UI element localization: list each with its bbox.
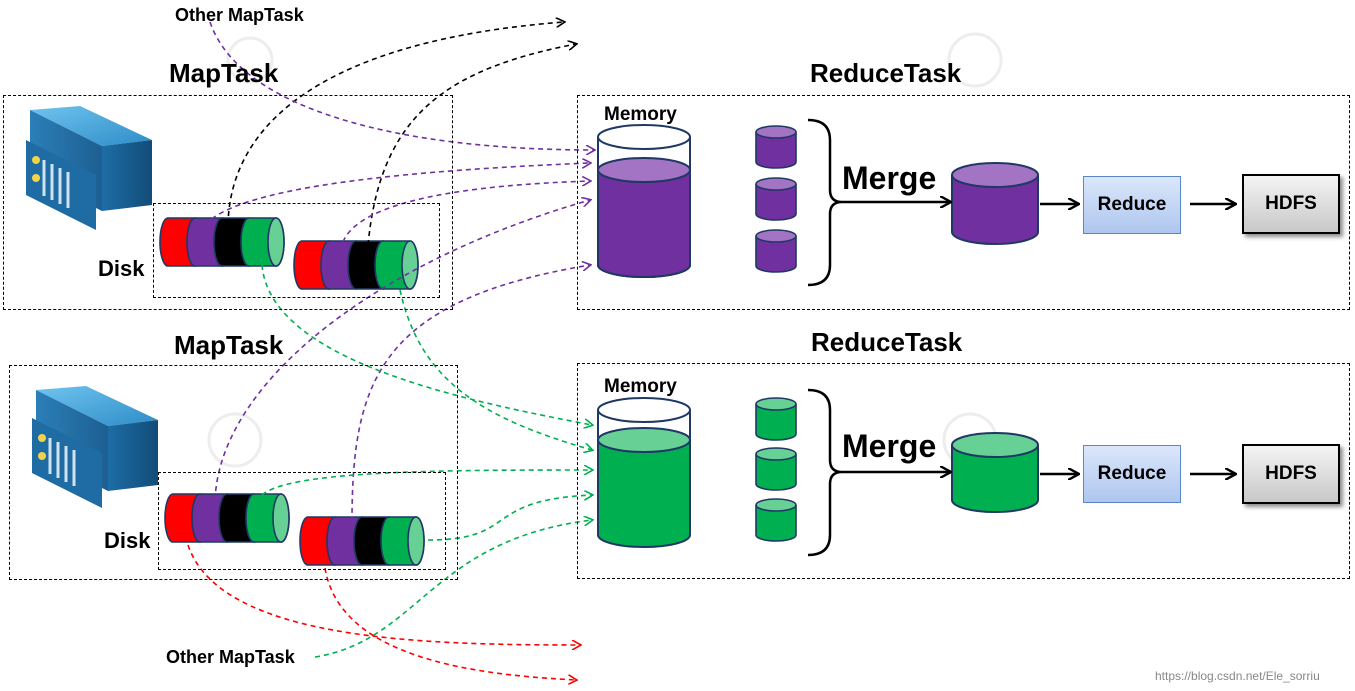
small-cylinder <box>755 229 797 273</box>
partition-end-cap <box>272 493 290 543</box>
reduce-box: Reduce <box>1083 176 1181 234</box>
server-icon <box>26 106 152 230</box>
disk-box <box>153 203 440 298</box>
reducetask-title: ReduceTask <box>810 58 962 88</box>
hdfs-box: HDFS <box>1242 444 1340 504</box>
maptask-box <box>9 365 458 580</box>
merged-cylinder <box>951 162 1039 245</box>
maptask-title: MapTask <box>169 58 279 88</box>
small-cylinder <box>755 177 797 221</box>
merge-label: Merge <box>842 428 937 464</box>
reducetask-box <box>577 363 1350 579</box>
partition-end-cap <box>267 217 285 267</box>
other-maptask-label: Other MapTask <box>166 647 295 667</box>
spill-file-cylinder <box>159 217 285 267</box>
spill-file-cylinder <box>299 516 425 566</box>
memory-cylinder <box>597 397 691 548</box>
server-icon <box>32 386 158 508</box>
partition-end-cap <box>401 240 419 290</box>
flow-arrow <box>842 202 1235 474</box>
merged-cylinder <box>951 432 1039 513</box>
small-cylinder <box>755 125 797 169</box>
reducetask-title: ReduceTask <box>811 327 963 357</box>
disk-label: Disk <box>98 256 145 281</box>
maptask-title: MapTask <box>174 330 284 360</box>
disk-box <box>158 472 446 570</box>
watermark-url: https://blog.csdn.net/Ele_sorriu <box>1155 669 1320 683</box>
small-cylinder <box>755 498 797 542</box>
partition-end-cap <box>407 516 425 566</box>
memory-label: Memory <box>604 376 677 397</box>
spill-file-cylinder <box>164 493 290 543</box>
maptask-box <box>3 95 453 310</box>
memory-label: Memory <box>604 104 677 125</box>
hdfs-box: HDFS <box>1242 174 1340 234</box>
reduce-box: Reduce <box>1083 445 1181 503</box>
merge-label: Merge <box>842 160 937 196</box>
other-maptask-label: Other MapTask <box>175 5 304 25</box>
memory-cylinder <box>597 124 691 278</box>
spill-file-cylinder <box>293 240 419 290</box>
reducetask-box <box>577 95 1350 310</box>
disk-label: Disk <box>104 528 151 553</box>
small-cylinder <box>755 447 797 491</box>
small-cylinder <box>755 397 797 441</box>
